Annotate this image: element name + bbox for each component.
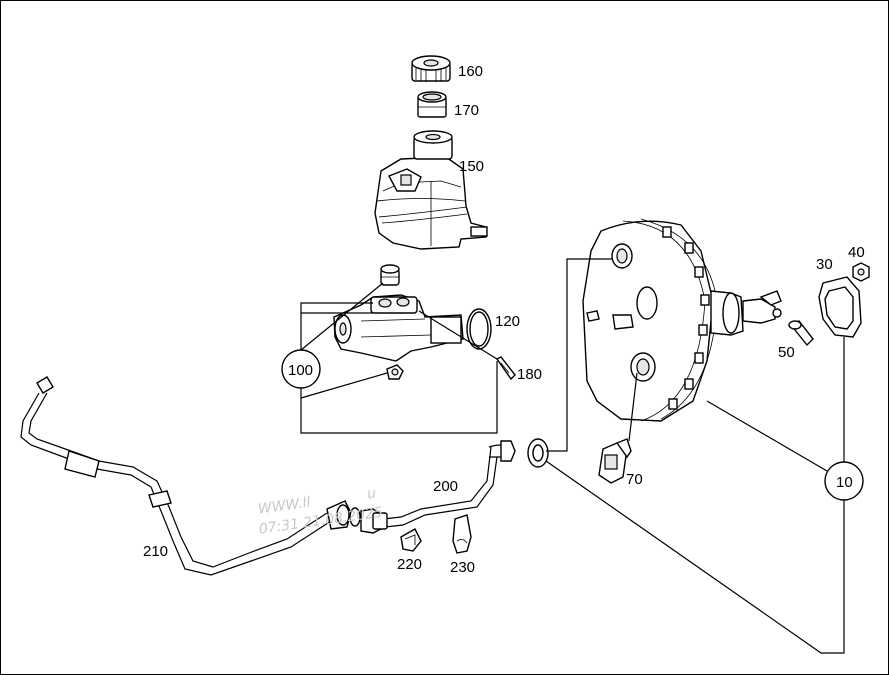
callout-210: 210 — [143, 543, 168, 560]
callout-170: 170 — [454, 102, 479, 119]
callout-180: 180 — [517, 366, 542, 383]
vacuum-line-200 — [360, 440, 516, 534]
line-clip-230 — [452, 514, 472, 554]
master-cylinder-o-ring — [466, 308, 492, 350]
brake-fluid-reservoir — [374, 130, 488, 250]
clevis-pin — [788, 320, 814, 347]
brake-master-cylinder — [333, 294, 464, 380]
callout-200: 200 — [433, 478, 458, 495]
callout-70: 70 — [626, 471, 643, 488]
callout-120: 120 — [495, 313, 520, 330]
bleeder-screw — [418, 310, 516, 381]
line-clip-220 — [400, 528, 422, 552]
vacuum-line-210 — [20, 376, 361, 576]
callout-40: 40 — [848, 244, 865, 261]
callout-220: 220 — [397, 556, 422, 573]
callout-230: 230 — [450, 559, 475, 576]
booster-clamp-ribs — [662, 226, 710, 410]
callout-160: 160 — [458, 63, 483, 80]
booster-nut — [852, 262, 870, 282]
callout-50: 50 — [778, 344, 795, 361]
watermark-line-1: WWW.ll — [257, 494, 311, 517]
check-valve-grommet — [527, 258, 613, 468]
brake-booster — [582, 218, 782, 422]
callout-10: 10 — [836, 474, 853, 491]
callout-30: 30 — [816, 256, 833, 273]
callout-100: 100 — [288, 362, 313, 379]
booster-gasket — [818, 276, 862, 338]
reservoir-grommet — [380, 264, 400, 286]
reservoir-cap — [411, 55, 451, 82]
cap-seal-ring — [417, 91, 447, 118]
vacuum-sensor — [598, 372, 638, 484]
callout-150: 150 — [459, 158, 484, 175]
watermark-line-1-tail: u — [366, 485, 377, 502]
